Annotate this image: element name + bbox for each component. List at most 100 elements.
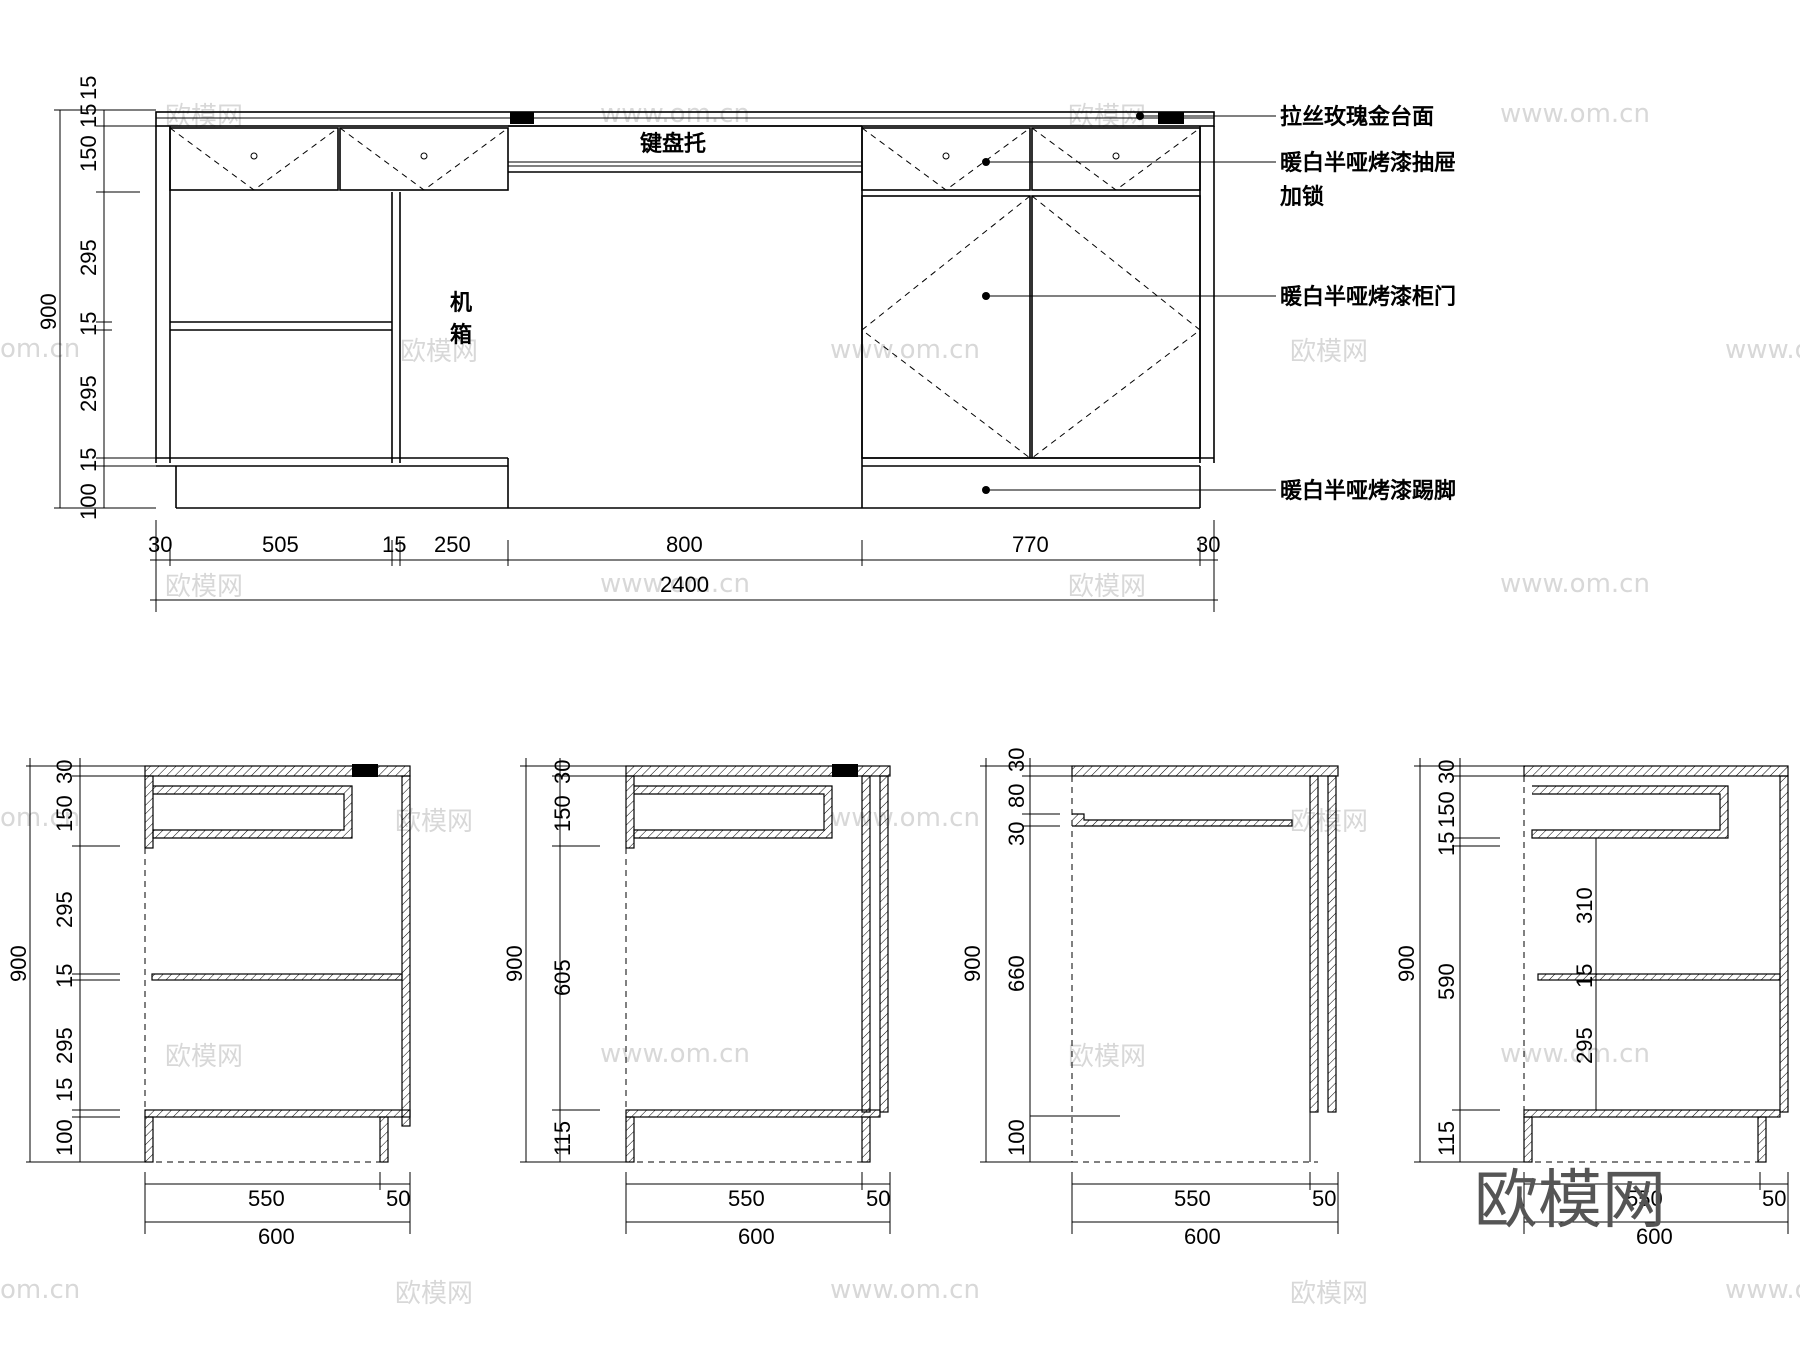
watermark-logo: 欧模网 <box>165 572 243 602</box>
front-elevation: 键盘托 机 箱 <box>36 76 1456 612</box>
cabinet-door <box>861 195 1031 459</box>
case-label-1: 机 <box>450 291 472 316</box>
case-label-2: 箱 <box>450 322 472 348</box>
front-bottom-dimensions: 30 505 15 250 800 770 30 2400 <box>148 532 1220 597</box>
lock-icon <box>1112 152 1120 160</box>
dim-label: 15 <box>52 964 77 988</box>
dim-label: 150 <box>76 135 101 172</box>
watermark-short: om.cn <box>0 803 80 833</box>
dim-label: 295 <box>76 239 101 276</box>
dim-label: 660 <box>1004 955 1029 992</box>
dim-label: 80 <box>1004 784 1029 808</box>
watermark-url: www.om.cn <box>830 1275 980 1305</box>
dim-label: 30 <box>1004 748 1029 772</box>
watermark-url: www.om.cn <box>830 335 980 365</box>
callout-kickboard: 暖白半哑烤漆踢脚 <box>1280 478 1456 504</box>
dim-label: 30 <box>148 532 172 557</box>
watermark-url: www.om.cn <box>600 569 750 599</box>
dim-label: 15 <box>382 532 406 557</box>
dim-label: 50 <box>866 1186 890 1211</box>
watermark-logo: 欧模网 <box>1290 337 1368 367</box>
dim-label: 900 <box>36 293 61 330</box>
material-callouts: 拉丝玫瑰金台面 暖白半哑烤漆抽屉 加锁 暖白半哑烤漆柜门 暖白半哑烤漆踢脚 <box>982 104 1456 504</box>
watermark-logo: 欧模网 <box>1068 102 1146 132</box>
section-view-1: 30 150 900 295 15 295 15 100 550 50 600 <box>6 758 411 1249</box>
dim-label: 550 <box>1626 1186 1663 1211</box>
dim-label: 900 <box>1394 945 1419 982</box>
dim-label: 30 <box>1434 760 1459 784</box>
dim-label: 600 <box>1636 1224 1673 1249</box>
callout-drawer: 暖白半哑烤漆抽屉 <box>1280 150 1456 176</box>
dim-label: 295 <box>1572 1027 1597 1064</box>
watermark-logo: 欧模网 <box>400 337 478 367</box>
watermark-url: www.om.cn <box>1500 569 1650 599</box>
dim-label: 15 <box>1434 832 1459 856</box>
dim-label: 15 <box>1572 964 1597 988</box>
dim-label: 600 <box>738 1224 775 1249</box>
dim-label: 505 <box>262 532 299 557</box>
watermark-logo: 欧模网 <box>165 102 243 132</box>
dim-label: 30 <box>1196 532 1220 557</box>
watermark-url: www.om.cn <box>1725 335 1800 365</box>
dim-label: 900 <box>6 945 31 982</box>
watermark-url: www.om.cn <box>600 99 750 129</box>
watermark-logo: 欧模网 <box>1290 1279 1368 1309</box>
dim-label: 590 <box>1434 963 1459 1000</box>
watermark-logo: 欧模网 <box>1068 1042 1146 1072</box>
total-width: 2400 <box>660 572 709 597</box>
dim-label: 100 <box>76 483 101 520</box>
callout-lock: 加锁 <box>1279 184 1324 210</box>
watermark-url: www.om.cn <box>830 803 980 833</box>
dim-label: 15 <box>76 448 101 472</box>
watermark-logo: 欧模网 <box>1068 572 1146 602</box>
dim-label: 900 <box>502 945 527 982</box>
watermark-url: www.om.cn <box>1725 1275 1800 1305</box>
dim-label: 770 <box>1012 532 1049 557</box>
front-left-dimensions: 15 15 150 900 295 15 295 15 100 <box>36 76 101 520</box>
section-view-2: 30 150 900 605 115 550 50 600 <box>502 758 891 1249</box>
dim-label: 30 <box>52 760 77 784</box>
dim-label: 800 <box>666 532 703 557</box>
watermark-logo: 欧模网 <box>165 1042 243 1072</box>
dim-label: 150 <box>550 795 575 832</box>
section-view-3: 30 80 30 900 660 100 550 50 600 <box>960 748 1339 1249</box>
dim-label: 550 <box>1174 1186 1211 1211</box>
section-view-4: 30 150 15 900 310 15 590 295 115 550 50 … <box>1394 758 1789 1249</box>
grommet <box>1158 112 1184 124</box>
dim-label: 605 <box>550 959 575 996</box>
callout-door: 暖白半哑烤漆柜门 <box>1280 284 1456 310</box>
dim-label: 550 <box>248 1186 285 1211</box>
watermark-url: www.om.cn <box>600 1039 750 1069</box>
watermarks: 欧模网 www.om.cn 欧模网 www.om.cn om.cn 欧模网 ww… <box>0 99 1800 1309</box>
dim-label: 15 <box>76 312 101 336</box>
lock-icon <box>250 152 258 160</box>
watermark-short: om.cn <box>0 334 80 364</box>
watermark-url: www.om.cn <box>1500 1039 1650 1069</box>
dim-label: 600 <box>258 1224 295 1249</box>
cabinet-door <box>1031 195 1201 459</box>
dim-label: 50 <box>1312 1186 1336 1211</box>
callout-countertop: 拉丝玫瑰金台面 <box>1280 104 1434 130</box>
dim-label: 15 <box>76 104 101 128</box>
dim-label: 30 <box>1004 822 1029 846</box>
watermark-short: om.cn <box>0 1275 80 1305</box>
dim-label: 310 <box>1572 887 1597 924</box>
dim-label: 15 <box>52 1078 77 1102</box>
dim-label: 295 <box>76 375 101 412</box>
dim-label: 600 <box>1184 1224 1221 1249</box>
dim-label: 115 <box>1434 1121 1459 1156</box>
dim-label: 100 <box>52 1119 77 1156</box>
dim-label: 550 <box>728 1186 765 1211</box>
countertop-section <box>144 765 411 777</box>
dim-label: 150 <box>1434 791 1459 828</box>
dim-label: 150 <box>52 795 77 832</box>
dim-label: 100 <box>1004 1119 1029 1156</box>
watermark-logo: 欧模网 <box>395 1279 473 1309</box>
dim-label: 295 <box>52 891 77 928</box>
dim-label: 50 <box>1762 1186 1786 1211</box>
dim-label: 900 <box>960 945 985 982</box>
grommet <box>510 112 534 124</box>
lock-icon <box>942 152 950 160</box>
dim-label: 30 <box>550 760 575 784</box>
